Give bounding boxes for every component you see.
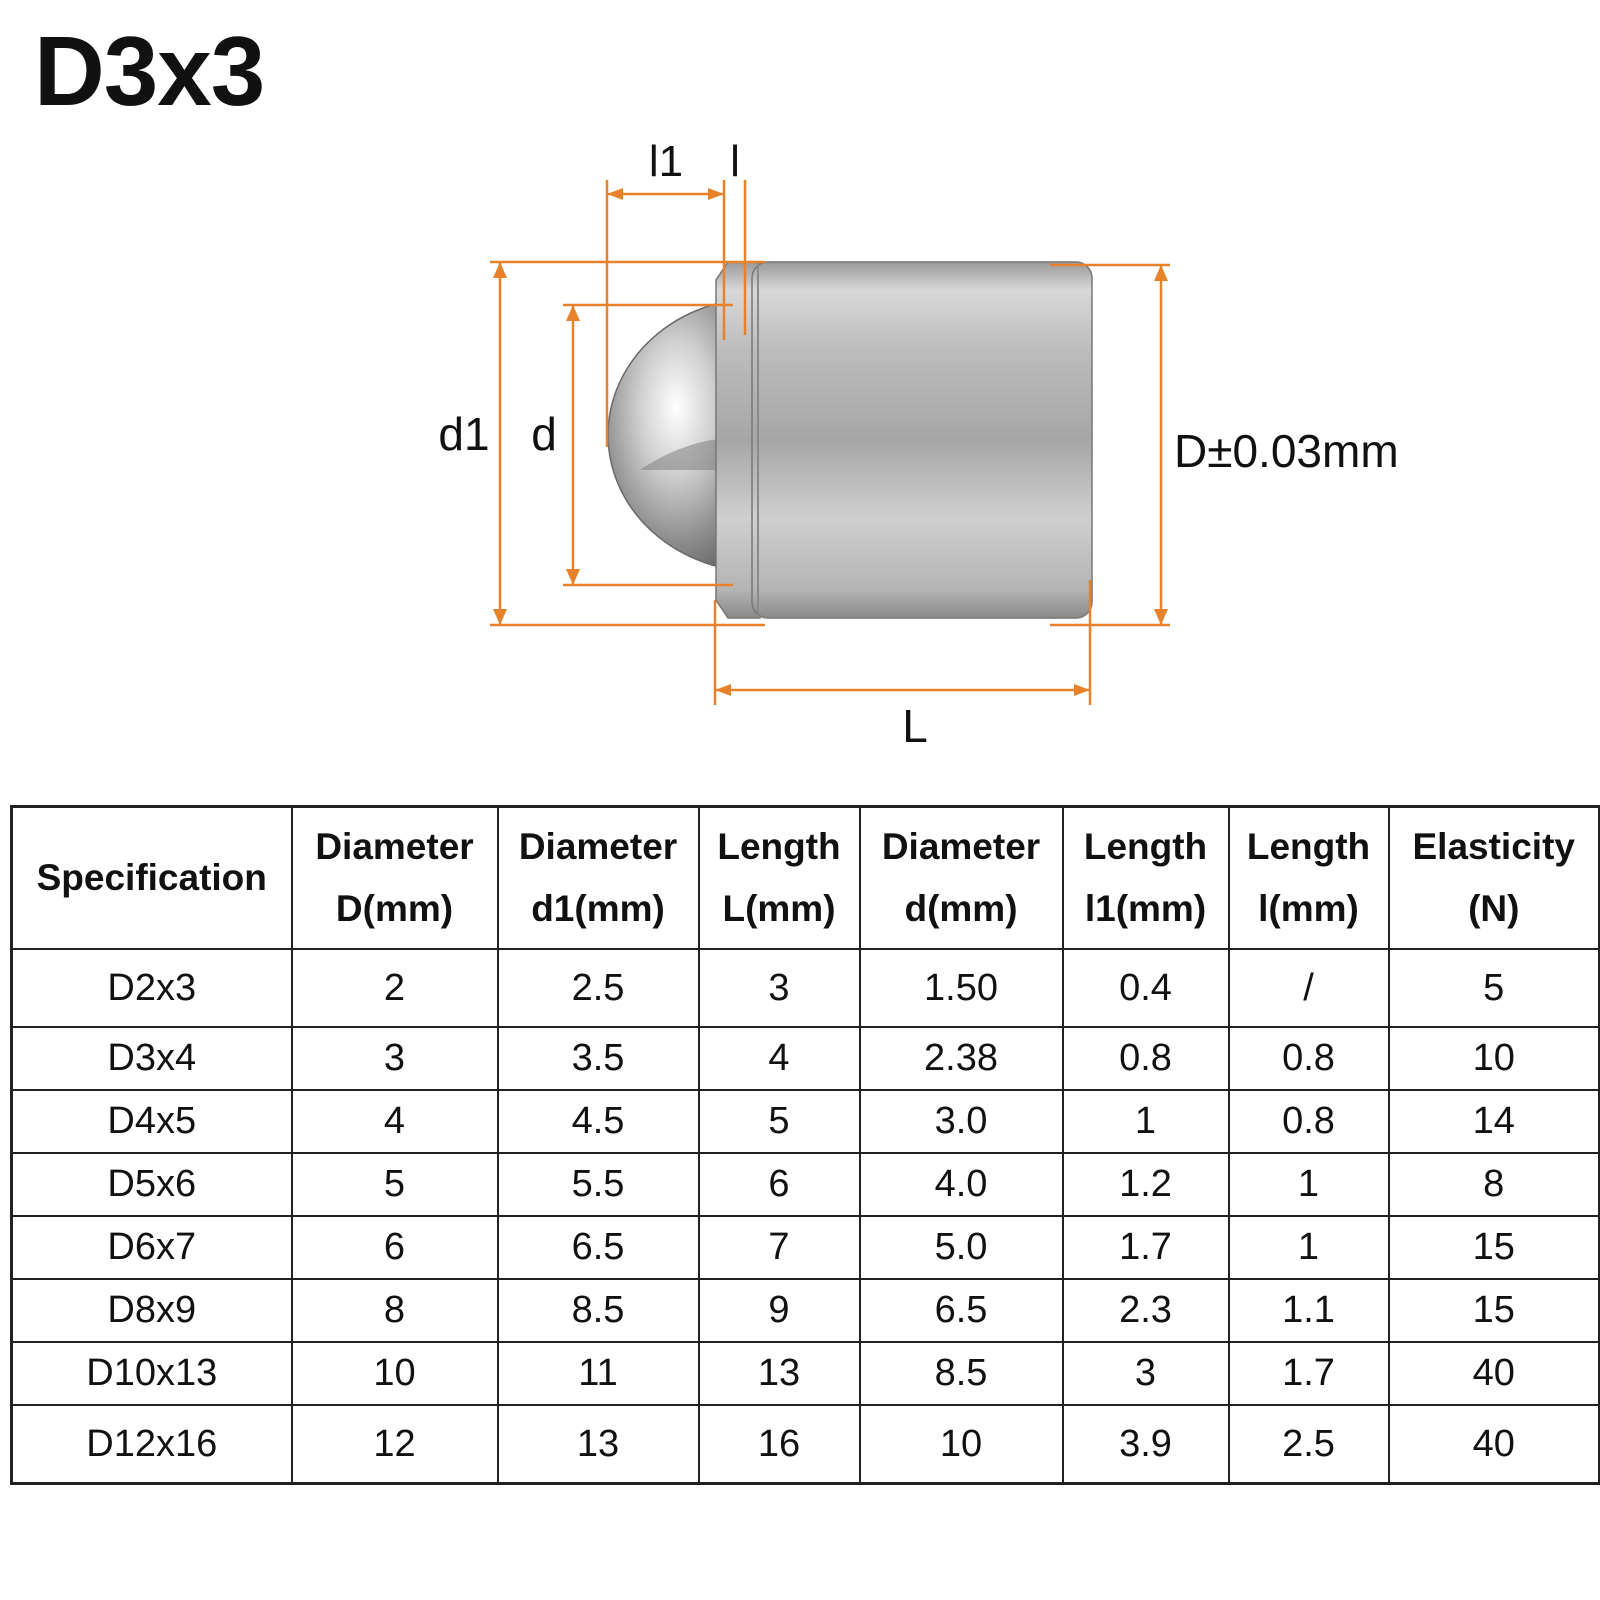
table-cell: 3 bbox=[1061, 1341, 1230, 1406]
table-cell: 2.3 bbox=[1061, 1278, 1230, 1343]
label-d1: d1 bbox=[438, 408, 489, 460]
table-cell: 1.1 bbox=[1227, 1278, 1390, 1343]
table-cell: 7 bbox=[697, 1215, 861, 1280]
table-cell: 5.5 bbox=[496, 1152, 700, 1217]
table-cell: D4x5 bbox=[10, 1089, 293, 1154]
table-cell: 40 bbox=[1387, 1404, 1600, 1485]
table-cell: 2 bbox=[290, 948, 499, 1028]
plunger-body bbox=[751, 261, 1093, 619]
table-cell: 1 bbox=[1227, 1215, 1390, 1280]
table-cell: 10 bbox=[1387, 1026, 1600, 1091]
table-cell: 4.0 bbox=[858, 1152, 1064, 1217]
table-cell: 4.5 bbox=[496, 1089, 700, 1154]
table-cell: 15 bbox=[1387, 1215, 1600, 1280]
table-cell: 13 bbox=[496, 1404, 700, 1485]
table-cell: 3 bbox=[697, 948, 861, 1028]
table-cell: 1.7 bbox=[1227, 1341, 1390, 1406]
header-specification: Specification bbox=[10, 805, 293, 950]
table-cell: 10 bbox=[290, 1341, 499, 1406]
table-cell: 4 bbox=[290, 1089, 499, 1154]
table-cell: 5 bbox=[697, 1089, 861, 1154]
table-cell: D8x9 bbox=[10, 1278, 293, 1343]
table-cell: 9 bbox=[697, 1278, 861, 1343]
page-title: D3x3 bbox=[34, 16, 265, 126]
table-cell: 4 bbox=[697, 1026, 861, 1091]
label-d: d bbox=[531, 408, 557, 460]
table-cell: 8 bbox=[1387, 1152, 1600, 1217]
table-cell: D10x13 bbox=[10, 1341, 293, 1406]
table-cell: 16 bbox=[697, 1404, 861, 1485]
table-cell: 0.4 bbox=[1061, 948, 1230, 1028]
header-elasticity: Elasticity(N) bbox=[1387, 805, 1600, 950]
table-cell: 5.0 bbox=[858, 1215, 1064, 1280]
ball-plunger-diagram: l1 l d1 d D±0.03mm L bbox=[438, 137, 1399, 752]
table-cell: 5 bbox=[1387, 948, 1600, 1028]
table-cell: 0.8 bbox=[1227, 1089, 1390, 1154]
table-cell: 12 bbox=[290, 1404, 499, 1485]
table-cell: 0.8 bbox=[1061, 1026, 1230, 1091]
table-cell: 5 bbox=[290, 1152, 499, 1217]
label-l: l bbox=[730, 137, 740, 186]
table-cell: 6 bbox=[697, 1152, 861, 1217]
table-cell: D3x4 bbox=[10, 1026, 293, 1091]
table-cell: D5x6 bbox=[10, 1152, 293, 1217]
label-l1: l1 bbox=[649, 137, 683, 186]
table-cell: 8.5 bbox=[858, 1341, 1064, 1406]
table-cell: 13 bbox=[697, 1341, 861, 1406]
table-cell: 15 bbox=[1387, 1278, 1600, 1343]
table-cell: 2.5 bbox=[496, 948, 700, 1028]
table-cell: 3.0 bbox=[858, 1089, 1064, 1154]
table-cell: 6.5 bbox=[858, 1278, 1064, 1343]
table-cell: 8.5 bbox=[496, 1278, 700, 1343]
table-cell: 14 bbox=[1387, 1089, 1600, 1154]
table-cell: 11 bbox=[496, 1341, 700, 1406]
table-cell: 8 bbox=[290, 1278, 499, 1343]
table-cell: 1 bbox=[1061, 1089, 1230, 1154]
table-cell: 3 bbox=[290, 1026, 499, 1091]
table-cell: 40 bbox=[1387, 1341, 1600, 1406]
table-cell: 0.8 bbox=[1227, 1026, 1390, 1091]
table-cell: 1.50 bbox=[858, 948, 1064, 1028]
label-D: D±0.03mm bbox=[1174, 425, 1399, 477]
table-cell: 3.9 bbox=[1061, 1404, 1230, 1485]
table-cell: D2x3 bbox=[10, 948, 293, 1028]
table-cell: 6 bbox=[290, 1215, 499, 1280]
table-cell: D12x16 bbox=[10, 1404, 293, 1485]
table-cell: 1 bbox=[1227, 1152, 1390, 1217]
table-cell: 2.38 bbox=[858, 1026, 1064, 1091]
table-cell: 1.2 bbox=[1061, 1152, 1230, 1217]
dimension-lines bbox=[490, 180, 1170, 705]
table-cell: 3.5 bbox=[496, 1026, 700, 1091]
table-cell: D6x7 bbox=[10, 1215, 293, 1280]
dimension-arrows bbox=[493, 188, 1168, 696]
table-cell: / bbox=[1227, 948, 1390, 1028]
table-cell: 1.7 bbox=[1061, 1215, 1230, 1280]
label-L: L bbox=[902, 700, 928, 752]
table-cell: 2.5 bbox=[1227, 1404, 1390, 1485]
table-cell: 6.5 bbox=[496, 1215, 700, 1280]
table-cell: 10 bbox=[858, 1404, 1064, 1485]
